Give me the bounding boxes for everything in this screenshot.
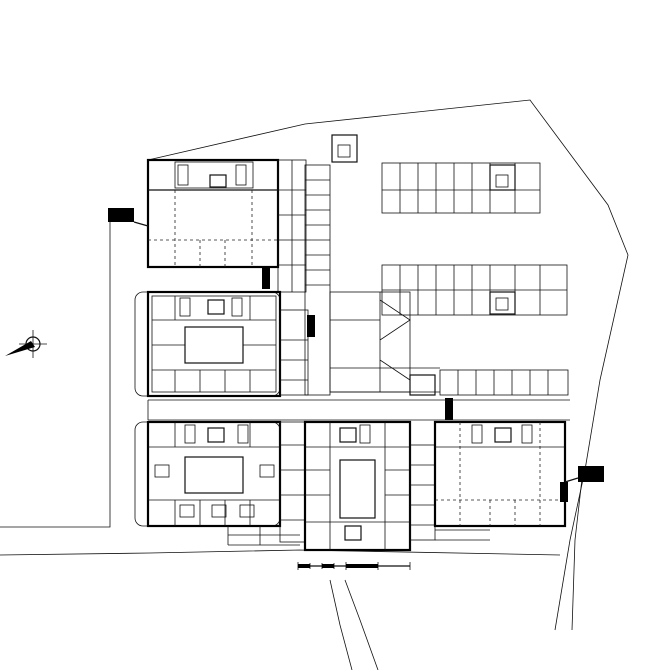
building-block-e — [433, 420, 568, 528]
north-arrow-icon — [5, 330, 47, 358]
site-boundary — [0, 99, 629, 670]
parking-area-top — [381, 162, 541, 214]
building-block-a — [146, 158, 280, 289]
building-block-b — [134, 290, 282, 398]
connector-b — [279, 309, 315, 396]
parking-area-lower — [409, 369, 569, 420]
central-stair-strip — [304, 134, 358, 396]
scale-bar — [297, 562, 411, 570]
corridor-strip-a — [277, 159, 307, 293]
entrance-marker-right — [564, 466, 604, 483]
central-plaza — [329, 291, 440, 393]
parking-area-middle — [381, 264, 568, 316]
building-block-c — [134, 420, 300, 546]
connector-c — [279, 421, 306, 543]
building-block-d — [303, 420, 412, 552]
entrance-marker-left — [108, 208, 149, 227]
internal-street — [147, 399, 570, 421]
